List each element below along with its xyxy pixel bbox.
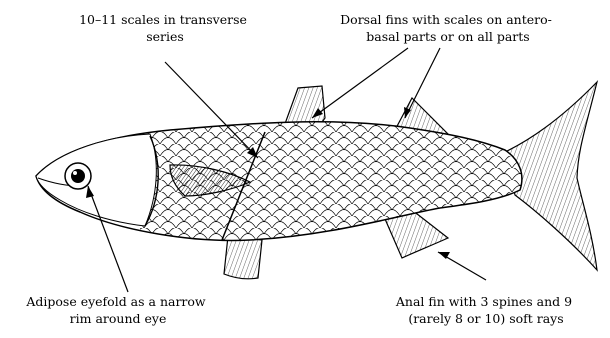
label-anal-fin: Anal fin with 3 spines and 9 (rarely 8 o…: [395, 294, 576, 326]
head: [36, 134, 156, 226]
label-dorsal-fins: Dorsal fins with scales on antero- basal…: [340, 12, 556, 44]
leader-dorsal-fins-2: [405, 48, 440, 118]
eye-pupil: [71, 169, 85, 183]
pelvic-fin: [224, 236, 262, 279]
eye-highlight: [73, 171, 77, 175]
leader-dorsal-fins-1: [312, 48, 408, 118]
label-eyefold: Adipose eyefold as a narrow rim around e…: [25, 294, 209, 326]
label-transverse-scales: 10–11 scales in transverse series: [79, 12, 251, 44]
